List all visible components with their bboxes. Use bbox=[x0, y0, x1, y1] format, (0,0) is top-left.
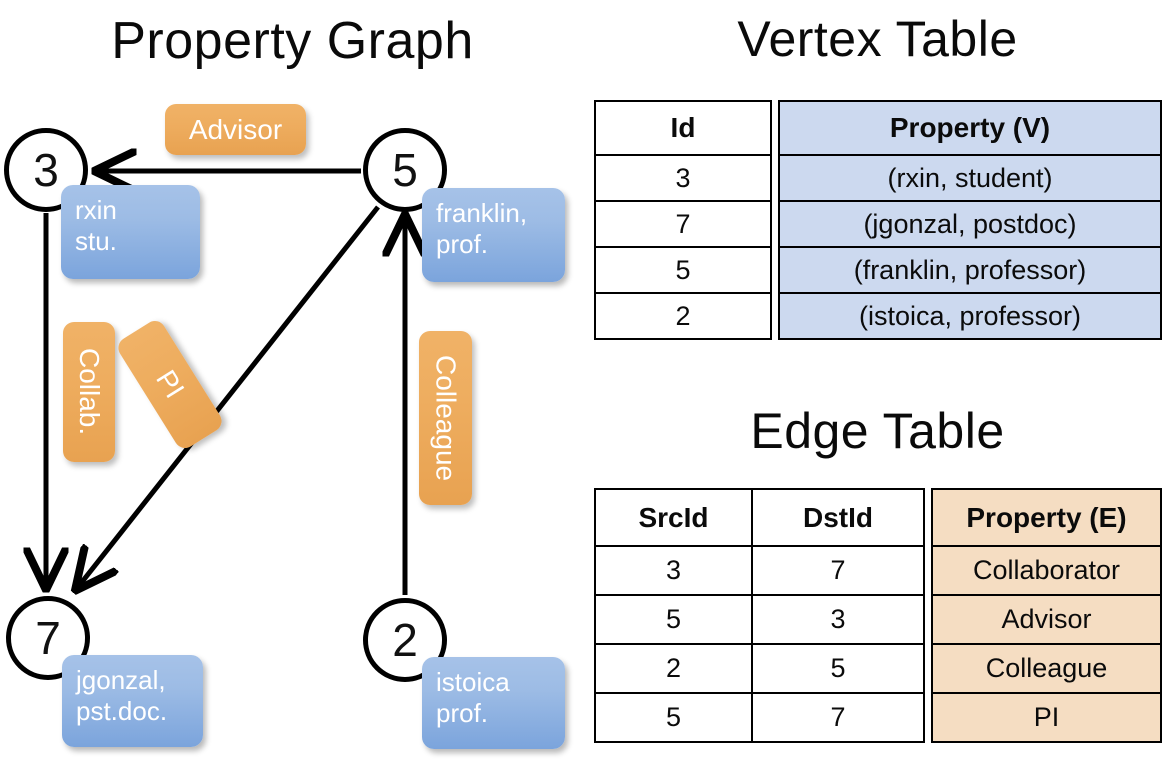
node-property-box-3[interactable]: rxin stu. bbox=[61, 185, 200, 279]
edge-label-collab-text: Collab. bbox=[74, 348, 105, 436]
node-property-box-2[interactable]: istoica prof. bbox=[422, 657, 565, 749]
node-property-box-2-line2: prof. bbox=[436, 698, 489, 728]
edge-table-header-dstid: DstId bbox=[751, 488, 925, 547]
edge-cell-dstid: 5 bbox=[751, 643, 925, 694]
edge-table-header-property: Property (E) bbox=[931, 488, 1162, 547]
vertex-cell-property: (rxin, student) bbox=[778, 154, 1162, 202]
edge-cell-property: Colleague bbox=[931, 643, 1162, 694]
node-property-box-7-line1: jgonzal, bbox=[76, 665, 166, 695]
vertex-table-header-id: Id bbox=[594, 100, 772, 156]
graph-node-5[interactable]: 5 bbox=[363, 128, 447, 212]
vertex-cell-property: (istoica, professor) bbox=[778, 292, 1162, 340]
node-property-box-3-line1: rxin bbox=[75, 195, 117, 225]
node-property-box-5-line1: franklin, bbox=[436, 198, 528, 228]
table-row[interactable]: 3 (rxin, student) bbox=[594, 154, 1162, 202]
graph-node-2-id: 2 bbox=[392, 614, 418, 666]
page-title-edge-table: Edge Table bbox=[750, 403, 1005, 459]
page-title-property-graph: Property Graph bbox=[111, 12, 474, 70]
vertex-table: Id Property (V) 3 (rxin, student) 7 (jgo… bbox=[594, 100, 1162, 340]
edge-cell-dstid: 3 bbox=[751, 594, 925, 645]
vertex-cell-property: (franklin, professor) bbox=[778, 246, 1162, 294]
vertex-table-column-gap bbox=[771, 201, 779, 247]
graph-node-7-id: 7 bbox=[35, 612, 61, 664]
edge-cell-srcid: 5 bbox=[594, 594, 753, 645]
edge-cell-dstid: 7 bbox=[751, 692, 925, 743]
edge-cell-dstid: 7 bbox=[751, 545, 925, 596]
edge-table-column-gap bbox=[924, 644, 932, 693]
edge-label-pi-text: PI bbox=[150, 364, 191, 404]
edge-cell-srcid: 3 bbox=[594, 545, 753, 596]
edge-label-advisor-text: Advisor bbox=[188, 113, 283, 145]
edge-table-header-row: SrcId DstId Property (E) bbox=[594, 488, 1162, 547]
edge-cell-srcid: 5 bbox=[594, 692, 753, 743]
edge-table-column-gap bbox=[924, 595, 932, 644]
vertex-table-column-gap bbox=[771, 101, 779, 155]
graph-node-3-id: 3 bbox=[33, 144, 59, 196]
edge-line-5-to-7 bbox=[78, 205, 380, 587]
edge-table-header-srcid: SrcId bbox=[594, 488, 753, 547]
node-property-box-3-line2: stu. bbox=[75, 226, 117, 256]
edge-cell-property: Advisor bbox=[931, 594, 1162, 645]
property-graph-diagram: 3 5 7 2 rxin stu. franklin, prof. jgonza… bbox=[0, 85, 585, 760]
edge-label-collab[interactable]: Collab. bbox=[63, 322, 115, 462]
edge-label-colleague[interactable]: Colleague bbox=[419, 331, 472, 505]
vertex-table-column-gap bbox=[771, 155, 779, 201]
vertex-table-column-gap bbox=[771, 293, 779, 339]
edge-table: SrcId DstId Property (E) 3 7 Collaborato… bbox=[594, 488, 1162, 743]
graph-node-3[interactable]: 3 bbox=[4, 128, 88, 212]
table-row[interactable]: 2 5 Colleague bbox=[594, 643, 1162, 694]
vertex-table-header-row: Id Property (V) bbox=[594, 100, 1162, 156]
edge-cell-property: Collaborator bbox=[931, 545, 1162, 596]
table-row[interactable]: 3 7 Collaborator bbox=[594, 545, 1162, 596]
node-property-box-5[interactable]: franklin, prof. bbox=[422, 188, 565, 282]
table-row[interactable]: 5 (franklin, professor) bbox=[594, 246, 1162, 294]
table-row[interactable]: 7 (jgonzal, postdoc) bbox=[594, 200, 1162, 248]
table-row[interactable]: 5 3 Advisor bbox=[594, 594, 1162, 645]
page-title-vertex-table: Vertex Table bbox=[737, 11, 1018, 67]
node-property-box-5-line2: prof. bbox=[436, 229, 489, 259]
edge-cell-property: PI bbox=[931, 692, 1162, 743]
table-row[interactable]: 2 (istoica, professor) bbox=[594, 292, 1162, 340]
edge-label-colleague-text: Colleague bbox=[430, 354, 462, 482]
table-row[interactable]: 5 7 PI bbox=[594, 692, 1162, 743]
node-property-box-2-line1: istoica bbox=[436, 667, 510, 697]
vertex-cell-id: 7 bbox=[594, 200, 772, 248]
vertex-cell-id: 2 bbox=[594, 292, 772, 340]
vertex-cell-id: 3 bbox=[594, 154, 772, 202]
vertex-cell-id: 5 bbox=[594, 246, 772, 294]
edge-label-advisor[interactable]: Advisor bbox=[165, 104, 306, 155]
vertex-table-column-gap bbox=[771, 247, 779, 293]
node-property-box-7[interactable]: jgonzal, pst.doc. bbox=[62, 655, 203, 747]
vertex-table-header-property: Property (V) bbox=[778, 100, 1162, 156]
node-property-box-7-line2: pst.doc. bbox=[76, 696, 168, 726]
edge-table-column-gap bbox=[924, 693, 932, 742]
edge-table-column-gap bbox=[924, 546, 932, 595]
vertex-cell-property: (jgonzal, postdoc) bbox=[778, 200, 1162, 248]
edge-cell-srcid: 2 bbox=[594, 643, 753, 694]
graph-node-5-id: 5 bbox=[392, 144, 418, 196]
edge-table-column-gap bbox=[924, 489, 932, 546]
graph-edge-lines bbox=[0, 85, 585, 595]
